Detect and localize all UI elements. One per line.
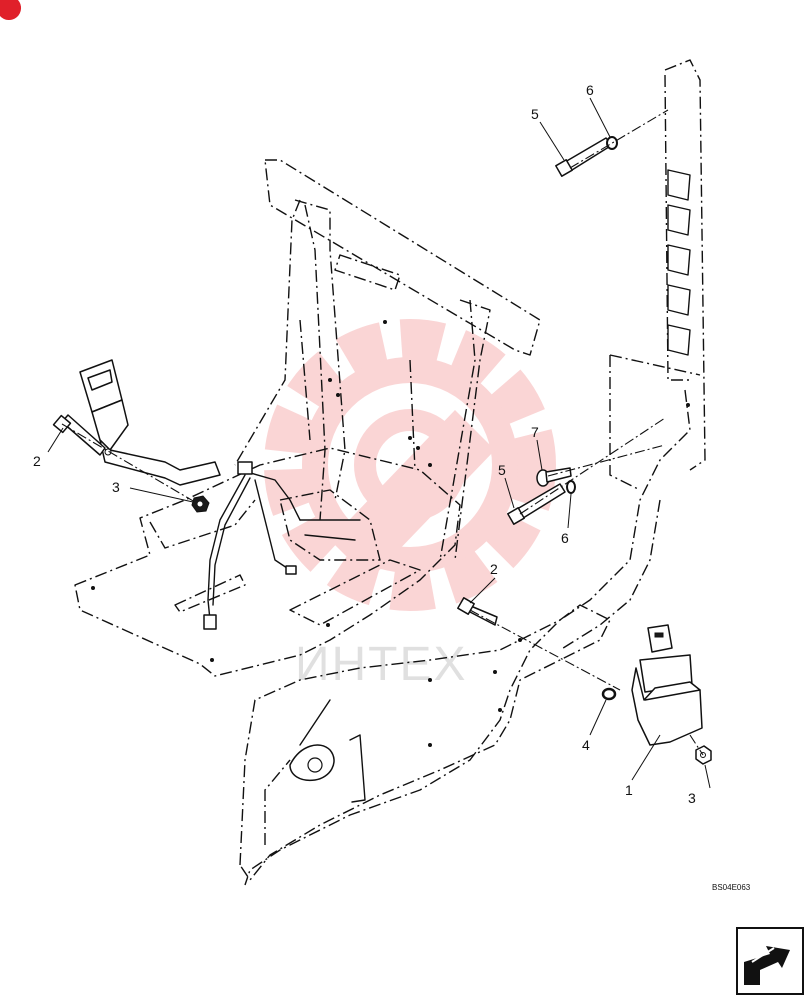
callout-1: 1 [625, 782, 633, 798]
hardware [52, 109, 712, 765]
callout-4: 4 [582, 737, 590, 753]
callout-6-top: 6 [586, 82, 594, 98]
nut-3-left [191, 495, 210, 513]
callout-6-mid: 6 [561, 530, 569, 546]
washer-4 [601, 687, 617, 701]
seat-belt-switch-harness [203, 461, 301, 630]
seat-platform [74, 447, 461, 677]
next-page-arrow-icon[interactable] [736, 927, 804, 995]
callout-2-mid: 2 [490, 561, 498, 577]
right-seat-belt-retractor [631, 624, 703, 746]
seat-back-frame [234, 159, 541, 561]
lower-side-panel [239, 604, 611, 881]
nut-3-right [695, 745, 712, 765]
callout-labels: 6 5 2 3 7 5 6 2 4 1 3 [33, 82, 696, 806]
callout-7: 7 [531, 424, 539, 440]
drawing-code: BS04E063 [712, 883, 751, 892]
callout-3-left: 3 [112, 479, 120, 495]
bolt-5-top [555, 137, 613, 177]
corner-badge [0, 0, 22, 21]
washer-6-mid [566, 480, 576, 494]
callout-5-mid: 5 [498, 462, 506, 478]
washer-6-top [606, 136, 618, 150]
callout-2-left: 2 [33, 453, 41, 469]
left-seat-belt-buckle [79, 359, 221, 486]
callout-3-right: 3 [688, 790, 696, 806]
callout-5-top: 5 [531, 106, 539, 122]
leader-lines [47, 97, 711, 789]
bolt-7 [536, 467, 572, 487]
side-frame-bracket [244, 59, 706, 886]
watermark-text: ИНТЕХ [295, 638, 468, 691]
